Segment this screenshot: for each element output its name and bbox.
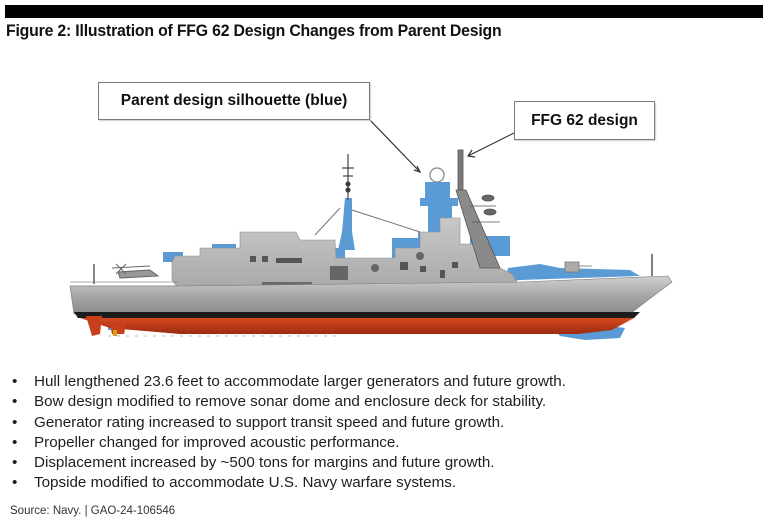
callout-leaders <box>367 117 515 174</box>
superstructure <box>171 217 519 289</box>
design-changes-list: •Hull lengthened 23.6 feet to accommodat… <box>12 372 566 494</box>
header-bar <box>5 5 763 18</box>
bullet-icon: • <box>12 454 18 472</box>
ffg-mast <box>455 149 501 269</box>
list-item: •Bow design modified to remove sonar dom… <box>12 392 566 412</box>
bullet-icon: • <box>12 413 18 431</box>
hull-lower <box>80 318 634 334</box>
bullet-icon: • <box>12 433 18 451</box>
list-item: •Topside modified to accommodate U.S. Na… <box>12 473 566 493</box>
source-note: Source: Navy. | GAO-24-106546 <box>10 505 176 517</box>
aft-mast <box>314 154 421 236</box>
list-item: •Propeller changed for improved acoustic… <box>12 433 566 453</box>
ship-illustration <box>69 117 673 340</box>
figure-title: Figure 2: Illustration of FFG 62 Design … <box>6 21 502 40</box>
bullet-icon: • <box>12 373 18 390</box>
bullet-icon: • <box>12 393 18 411</box>
boot-top <box>74 312 640 318</box>
bow-gun <box>564 254 653 276</box>
list-item: •Hull lengthened 23.6 feet to accommodat… <box>12 372 566 392</box>
callout-ffg62-design: FFG 62 design <box>514 101 655 140</box>
list-item: •Displacement increased by ~500 tons for… <box>12 453 566 473</box>
rudder-propeller <box>86 316 340 337</box>
radar-ring <box>429 167 445 183</box>
helicopter <box>111 263 160 279</box>
list-item: •Generator rating increased to support t… <box>12 413 566 433</box>
flight-deck <box>70 264 178 287</box>
callout-parent-design: Parent design silhouette (blue) <box>98 82 370 120</box>
bullet-icon: • <box>12 474 18 492</box>
